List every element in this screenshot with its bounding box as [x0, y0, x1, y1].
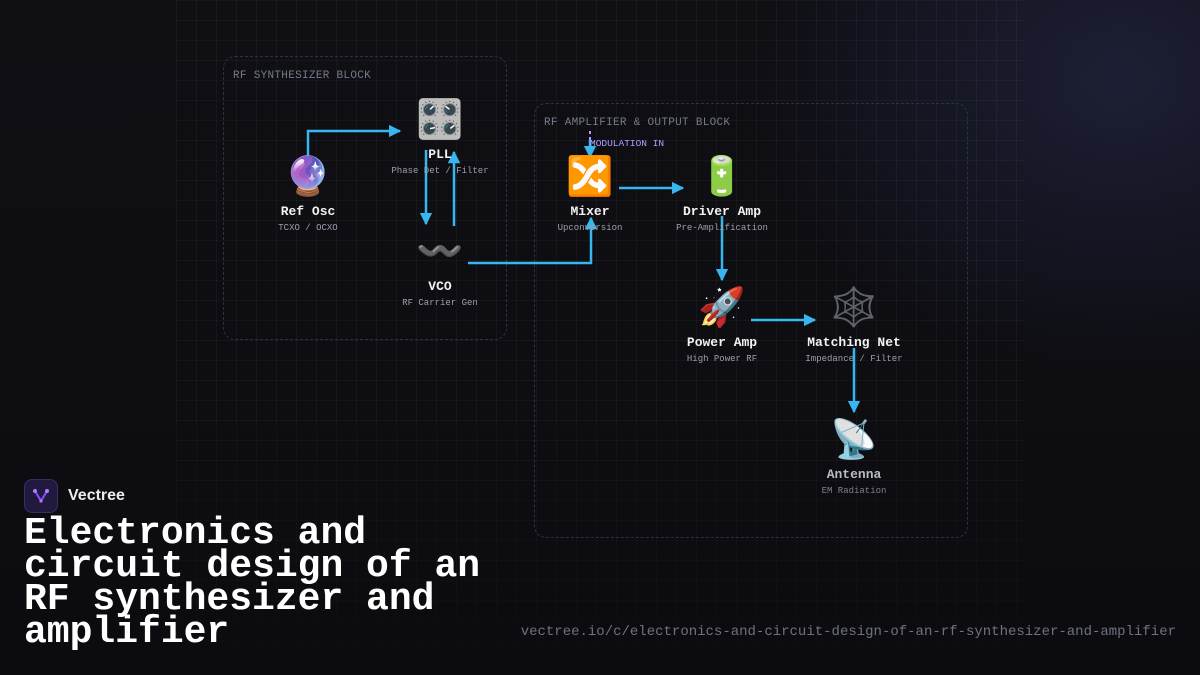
rocket-icon: 🚀: [698, 289, 746, 332]
node-title: VCO: [428, 279, 452, 294]
modulation-in-label: MODULATION IN: [590, 138, 665, 149]
node-subtitle: TCXO / OCXO: [278, 223, 338, 233]
node-subtitle: EM Radiation: [821, 486, 887, 496]
synth-block-group: [223, 56, 507, 340]
node-title: Matching Net: [807, 335, 901, 350]
node-subtitle: Pre-Amplification: [676, 223, 768, 233]
node-mixer[interactable]: 🔀 Mixer Upconversion: [520, 158, 660, 233]
brand[interactable]: Vectree: [24, 479, 125, 513]
shuffle-icon: 🔀: [566, 158, 614, 201]
node-title: Driver Amp: [682, 204, 761, 219]
wire-vco-to-mixer: [468, 216, 598, 265]
node-antenna[interactable]: 📡 Antenna EM Radiation: [784, 421, 924, 496]
node-subtitle: Impedance / Filter: [805, 354, 903, 364]
node-subtitle: High Power RF: [686, 354, 758, 364]
wavy-dash-icon: 〰️: [416, 233, 464, 276]
diagram-grid-background: [176, 0, 1024, 675]
node-title: Ref Osc: [280, 204, 336, 219]
node-matching-net[interactable]: 🕸️ Matching Net Impedance / Filter: [784, 289, 924, 364]
satellite-antenna-icon: 📡: [830, 421, 878, 464]
node-title: PLL: [428, 147, 452, 162]
node-vco[interactable]: 〰️ VCO RF Carrier Gen: [370, 233, 510, 308]
battery-icon: 🔋: [698, 158, 746, 201]
synth-block-label: RF SYNTHESIZER BLOCK: [233, 70, 372, 82]
control-knobs-icon: 🎛️: [416, 101, 464, 144]
node-pll[interactable]: 🎛️ PLL Phase Det / Filter: [370, 101, 510, 176]
node-driver-amp[interactable]: 🔋 Driver Amp Pre-Amplification: [652, 158, 792, 233]
brand-name: Vectree: [68, 487, 125, 504]
spider-web-icon: 🕸️: [830, 289, 878, 332]
node-title: Antenna: [826, 467, 882, 482]
node-subtitle: Upconversion: [557, 223, 623, 233]
node-subtitle: Phase Det / Filter: [391, 166, 489, 176]
vectree-logo-icon: [24, 479, 58, 513]
node-title: Power Amp: [686, 335, 758, 350]
page-url[interactable]: vectree.io/c/electronics-and-circuit-des…: [520, 624, 1176, 640]
node-power-amp[interactable]: 🚀 Power Amp High Power RF: [652, 289, 792, 364]
page-title: Electronics and circuit design of an RF …: [24, 512, 481, 654]
crystal-ball-icon: 🔮: [284, 158, 332, 201]
wire-refosc-to-pll: [306, 124, 402, 160]
node-ref-osc[interactable]: 🔮 Ref Osc TCXO / OCXO: [238, 158, 378, 233]
node-subtitle: RF Carrier Gen: [402, 298, 478, 308]
amp-block-label: RF AMPLIFIER & OUTPUT BLOCK: [544, 117, 731, 129]
amp-block-group: [534, 103, 968, 538]
node-title: Mixer: [570, 204, 610, 219]
